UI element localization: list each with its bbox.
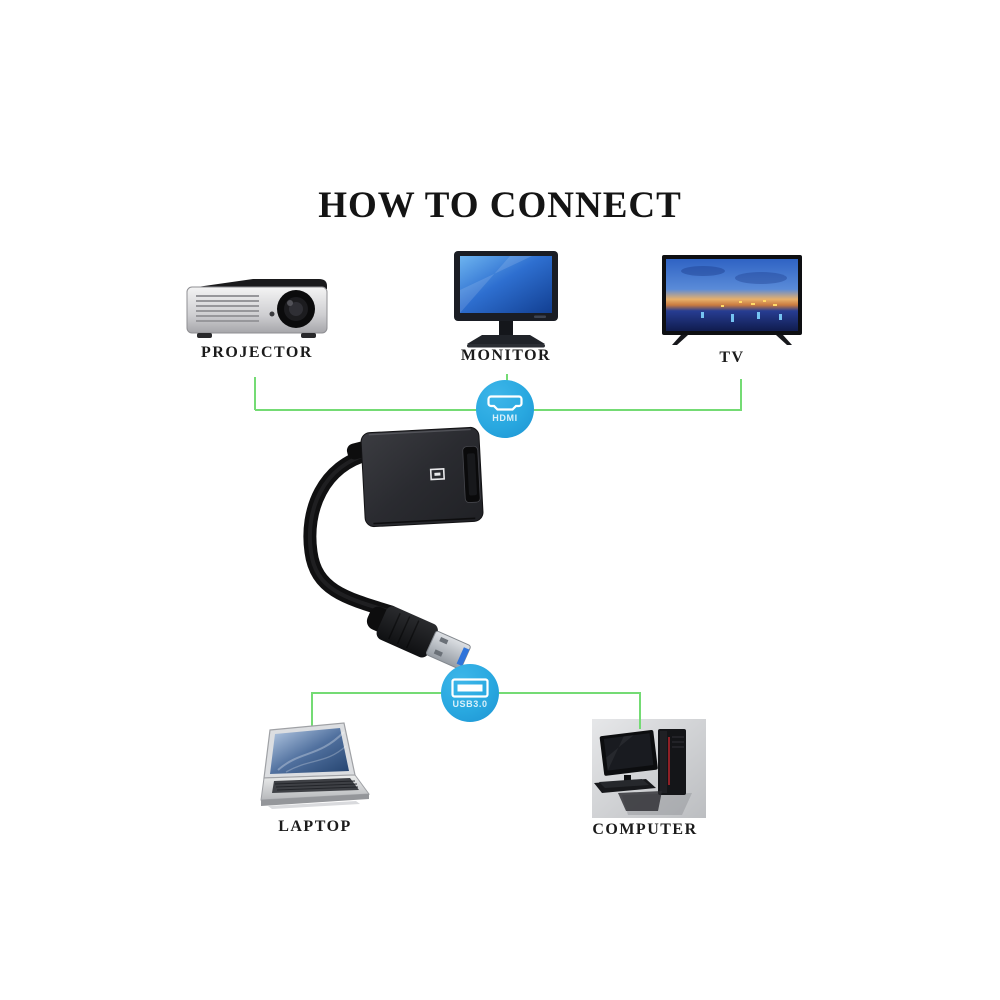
usb-connector-node: USB3.0 bbox=[441, 664, 499, 722]
projector-label: PROJECTOR bbox=[201, 344, 313, 361]
hdmi-node-label: HDMI bbox=[492, 413, 518, 423]
laptop-image bbox=[260, 722, 370, 809]
page-title: HOW TO CONNECT bbox=[318, 185, 682, 226]
tv-drop-line bbox=[740, 379, 742, 410]
computer-label: COMPUTER bbox=[592, 821, 698, 838]
usb3-to-hdmi-adapter-image bbox=[303, 426, 484, 670]
usb-port-icon bbox=[451, 677, 489, 698]
projector-drop-line bbox=[254, 377, 256, 410]
computer-drop-line bbox=[639, 692, 641, 729]
hdmi-port-icon bbox=[487, 395, 523, 411]
laptop-label: LAPTOP bbox=[278, 818, 352, 835]
computer-image bbox=[592, 719, 706, 818]
tv-image bbox=[662, 255, 802, 345]
monitor-image bbox=[454, 251, 558, 348]
tv-label: TV bbox=[719, 349, 745, 366]
monitor-drop-line bbox=[506, 374, 508, 384]
usb-node-label: USB3.0 bbox=[452, 698, 488, 709]
projector-image bbox=[186, 279, 328, 338]
hdmi-connector-node: HDMI bbox=[476, 380, 534, 438]
monitor-label: MONITOR bbox=[460, 347, 552, 364]
laptop-drop-line bbox=[311, 692, 313, 727]
